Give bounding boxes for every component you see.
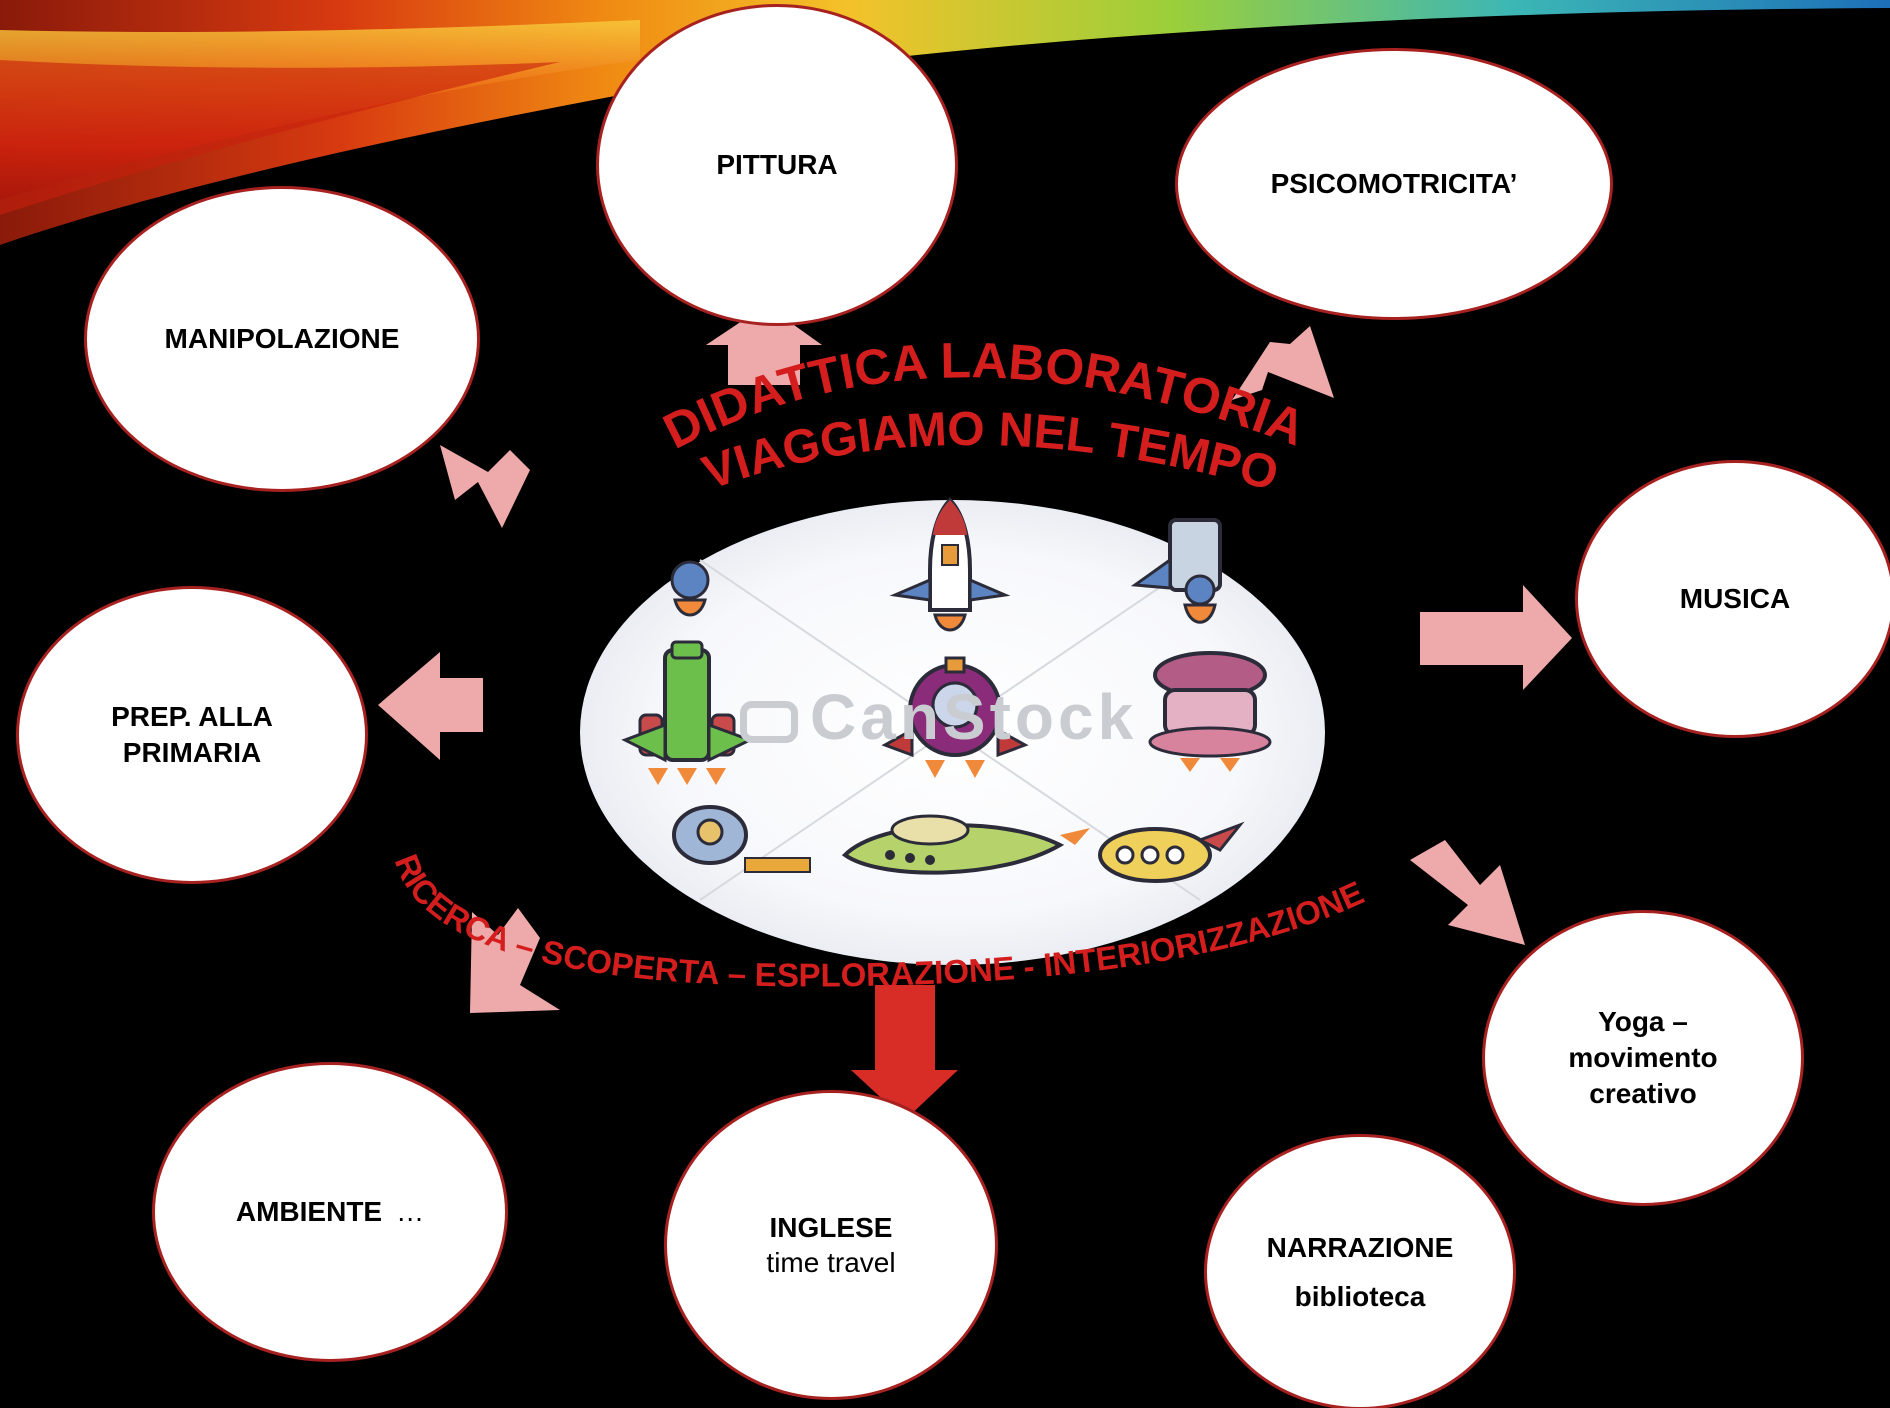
node-inglese: INGLESE time travel (664, 1090, 998, 1400)
arrow-to-yoga (1410, 840, 1525, 945)
node-label-line1: PREP. ALLA (111, 701, 273, 732)
node-label-line1: Yoga – (1598, 1006, 1688, 1037)
node-label-line2: PRIMARIA (122, 737, 262, 768)
node-label: MANIPOLAZIONE (164, 323, 400, 354)
rocket-icon (621, 640, 754, 785)
camera-icon (740, 701, 798, 744)
submarine-icon (1098, 821, 1245, 883)
rocket-icon (672, 805, 811, 873)
spaceplane-icon (841, 814, 1090, 875)
rocket-icon (889, 497, 1011, 632)
node-narrazione: NARRAZIONE biblioteca (1204, 1134, 1516, 1408)
node-psicomotricita: PSICOMOTRICITA’ (1175, 48, 1613, 320)
node-pittura: PITTURA (596, 4, 958, 326)
node-sublabel: time travel (766, 1247, 896, 1278)
arrow-to-psicomotricita (1232, 326, 1334, 400)
node-ambiente: AMBIENTE… (152, 1062, 508, 1362)
node-yoga: Yoga – movimento creativo (1482, 910, 1804, 1206)
node-sublabel: biblioteca (1294, 1281, 1426, 1312)
ellipsis: … (396, 1196, 425, 1227)
process-arc-label: RICERCA – SCOPERTA – ESPLORAZIONE - INTE… (388, 849, 1369, 993)
rocket-icon (881, 656, 1029, 778)
node-label: NARRAZIONE (1266, 1232, 1454, 1263)
rocket-icon (670, 560, 710, 617)
node-label-line3: creativo (1589, 1078, 1697, 1109)
node-label: MUSICA (1679, 583, 1791, 614)
rocket-icon (1130, 518, 1222, 624)
arrow-to-manipolazione (440, 445, 530, 528)
node-musica: MUSICA (1575, 460, 1890, 738)
node-label-line2: movimento (1568, 1042, 1718, 1073)
node-manipolazione: MANIPOLAZIONE (84, 186, 480, 492)
node-prep-primaria: PREP. ALLA PRIMARIA (16, 586, 368, 884)
node-label: INGLESE (769, 1212, 893, 1243)
arrow-to-musica (1420, 585, 1572, 690)
node-label: AMBIENTE… (235, 1196, 425, 1227)
watermark-text: CanStock (740, 680, 1137, 754)
ufo-icon (1148, 651, 1272, 772)
node-label: PSICOMOTRICITA’ (1270, 168, 1518, 199)
arrow-to-prep-primaria (378, 652, 483, 760)
arrow-to-inglese (851, 985, 958, 1120)
arrow-to-ambiente (470, 908, 560, 1013)
node-label: PITTURA (716, 149, 838, 180)
